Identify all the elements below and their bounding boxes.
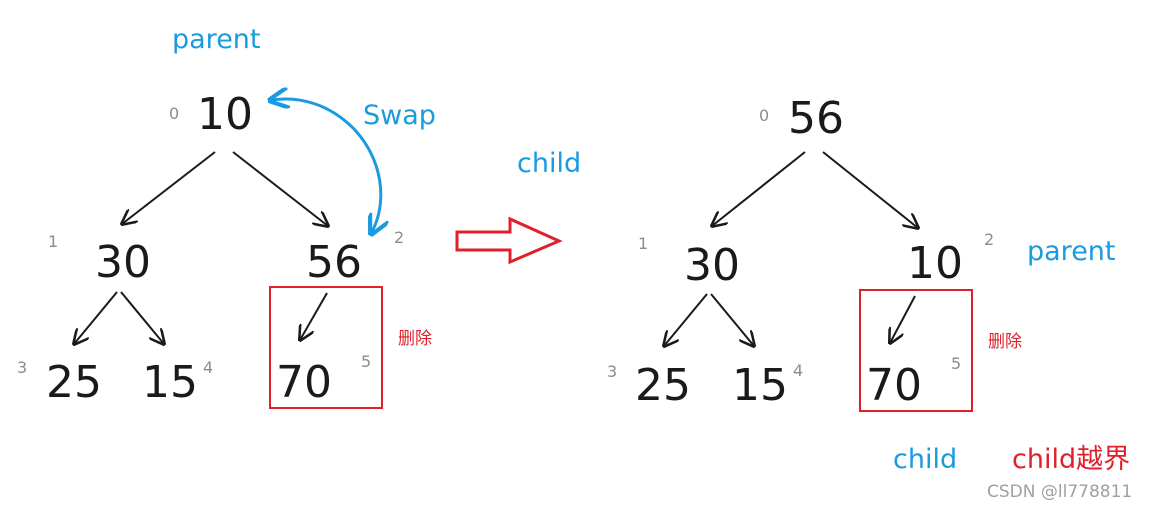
node-left-lr: 15 bbox=[142, 357, 198, 408]
index-left-root: 0 bbox=[169, 104, 180, 123]
edge-left-left-to-lr bbox=[120, 291, 164, 344]
index-left-lr: 4 bbox=[203, 358, 214, 377]
child-label-left: child bbox=[517, 148, 582, 179]
node-right-ll: 25 bbox=[635, 360, 691, 411]
delete-label-left: 删除 bbox=[398, 329, 432, 349]
index-right-rl: 5 bbox=[951, 354, 962, 373]
index-right-left: 1 bbox=[638, 234, 649, 253]
swap-label: Swap bbox=[363, 100, 436, 131]
index-left-right: 2 bbox=[394, 228, 405, 247]
edge-left-root-to-left bbox=[122, 151, 216, 224]
node-right-lr: 15 bbox=[732, 360, 788, 411]
parent-label-left: parent bbox=[172, 24, 261, 55]
index-right-lr: 4 bbox=[793, 361, 804, 380]
node-right-left: 30 bbox=[684, 240, 740, 291]
swap-arrow bbox=[272, 99, 381, 232]
index-right-right: 2 bbox=[984, 230, 995, 249]
edge-right-root-to-left bbox=[712, 151, 806, 226]
node-right-rl: 70 bbox=[866, 360, 922, 411]
node-right-root: 56 bbox=[788, 93, 844, 144]
index-left-ll: 3 bbox=[17, 358, 28, 377]
watermark: CSDN @ll778811 bbox=[987, 482, 1133, 502]
child-out-of-bounds-label: child越界 bbox=[1012, 444, 1131, 475]
edge-right-left-to-lr bbox=[710, 293, 754, 346]
index-left-rl: 5 bbox=[361, 352, 372, 371]
node-left-rl: 70 bbox=[276, 357, 332, 408]
edge-right-right-to-rl bbox=[890, 295, 916, 343]
child-label-right: child bbox=[893, 444, 958, 475]
node-left-right: 56 bbox=[306, 237, 362, 288]
node-left-root: 10 bbox=[197, 89, 253, 140]
index-right-root: 0 bbox=[759, 106, 770, 125]
index-right-ll: 3 bbox=[607, 362, 618, 381]
parent-label-right: parent bbox=[1027, 236, 1116, 267]
edge-left-right-to-rl bbox=[300, 292, 328, 340]
edge-right-left-to-ll bbox=[664, 293, 708, 346]
edge-right-root-to-right bbox=[822, 151, 918, 228]
node-right-right: 10 bbox=[907, 238, 963, 289]
transition-arrow bbox=[455, 216, 563, 265]
delete-box-right bbox=[859, 289, 973, 412]
delete-box-left bbox=[269, 286, 383, 409]
node-left-left: 30 bbox=[95, 237, 151, 288]
edge-left-root-to-right bbox=[232, 151, 328, 226]
delete-label-right: 删除 bbox=[988, 332, 1022, 352]
node-left-ll: 25 bbox=[46, 357, 102, 408]
index-left-left: 1 bbox=[48, 232, 59, 251]
edge-left-left-to-ll bbox=[74, 291, 118, 344]
